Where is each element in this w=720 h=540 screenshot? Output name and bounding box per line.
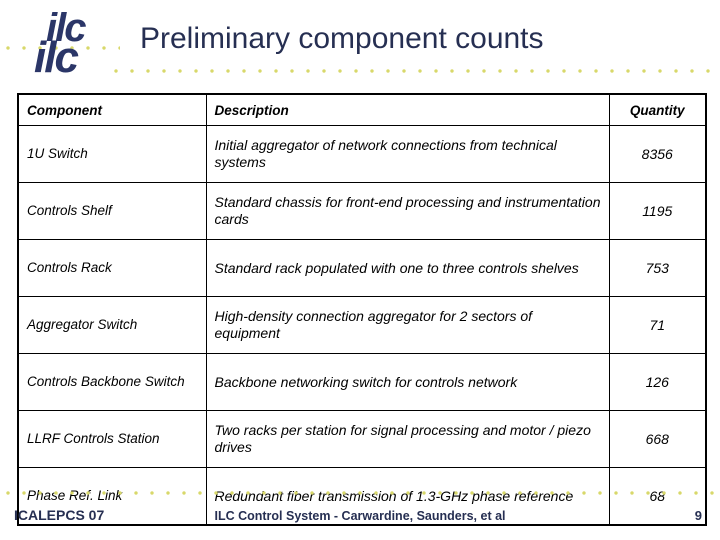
cell-quantity: 1195 [608,182,707,240]
footer-presentation-title: ILC Control System - Carwardine, Saunder… [214,509,506,523]
cell-description: Initial aggregator of network connection… [205,125,610,183]
column-header-description: Description [205,93,610,126]
cell-description: Two racks per station for signal process… [205,410,610,468]
cell-quantity: 68 [608,467,707,526]
cell-description: Backbone networking switch for controls … [205,353,610,411]
cell-quantity: 753 [608,239,707,297]
cell-component: Controls Rack [17,239,207,297]
ilc-logo-wordmark-top: ilc [46,6,87,50]
cell-component: Aggregator Switch [17,296,207,354]
footer-page-number: 9 [694,508,702,523]
cell-quantity: 8356 [608,125,707,183]
ilc-logo-wordmark-bottom: ilc [34,33,79,82]
cell-component: LLRF Controls Station [17,410,207,468]
table-header-row: Component Description Quantity [17,93,707,126]
cell-component: Controls Shelf [17,182,207,240]
ilc-logo: ilc ilc [30,8,122,84]
decorative-dotted-rule-footer [0,491,720,495]
column-header-component: Component [17,93,207,126]
cell-quantity: 126 [608,353,707,411]
page-title: Preliminary component counts [140,22,544,55]
footer-conference-label: ICALEPCS 07 [14,507,105,523]
cell-description: Standard rack populated with one to thre… [205,239,610,297]
table-header: Component Description Quantity [17,93,707,126]
cell-quantity: 668 [608,410,707,468]
cell-component: 1U Switch [17,125,207,183]
slide-header: ilc ilc Preliminary component counts [0,0,720,88]
cell-component: Controls Backbone Switch [17,353,207,411]
component-counts-table: Component Description Quantity 1U Switch… [17,93,707,526]
column-header-quantity: Quantity [608,93,707,126]
decorative-dotted-rule-top-left [0,46,120,50]
cell-description: High-density connection aggregator for 2… [205,296,610,354]
cell-description: Standard chassis for front-end processin… [205,182,610,240]
cell-quantity: 71 [608,296,707,354]
slide-footer: ICALEPCS 07 ILC Control System - Carward… [0,503,720,533]
decorative-dotted-rule-top-right [108,69,720,73]
